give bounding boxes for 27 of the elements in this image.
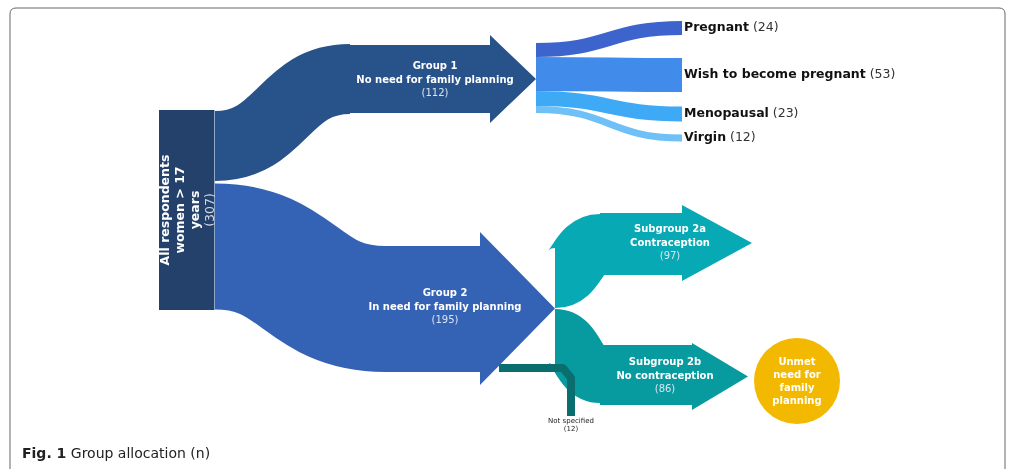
flow-band xyxy=(535,106,683,142)
group-label: No need for family planning xyxy=(355,72,515,86)
group-heading: Group 2 xyxy=(421,286,469,300)
group-heading: Subgroup 2b xyxy=(627,355,703,369)
flow-arrow xyxy=(600,205,752,281)
category-label: Menopausal (23) xyxy=(684,105,799,120)
flow-arrow xyxy=(600,343,748,410)
group-heading: Subgroup 2a xyxy=(633,222,707,236)
count-label: (112) xyxy=(420,86,450,100)
flow-band xyxy=(535,91,683,122)
count-label: (86) xyxy=(653,382,677,396)
group-label: Contraception xyxy=(629,235,711,249)
flow-arrow xyxy=(350,35,536,123)
count-label: (195) xyxy=(430,313,460,327)
category-label: Wish to become pregnant (53) xyxy=(684,66,896,81)
figure-caption: Fig. 1 Group allocation (n) xyxy=(22,445,211,461)
node-label: All respondents women > 17 years xyxy=(157,153,202,268)
group-label: In need for family planning xyxy=(367,299,523,313)
count-label: (307) xyxy=(202,192,217,229)
category-label: Virgin (12) xyxy=(684,129,756,144)
outcome-label: Unmet need for family planning xyxy=(771,355,823,407)
count-label: (97) xyxy=(658,249,682,263)
flow-band xyxy=(535,21,683,57)
group-heading: Group 1 xyxy=(411,59,459,73)
group-bar xyxy=(159,110,215,310)
category-label: Pregnant (24) xyxy=(684,19,779,34)
group-label: No contraception xyxy=(615,368,715,382)
